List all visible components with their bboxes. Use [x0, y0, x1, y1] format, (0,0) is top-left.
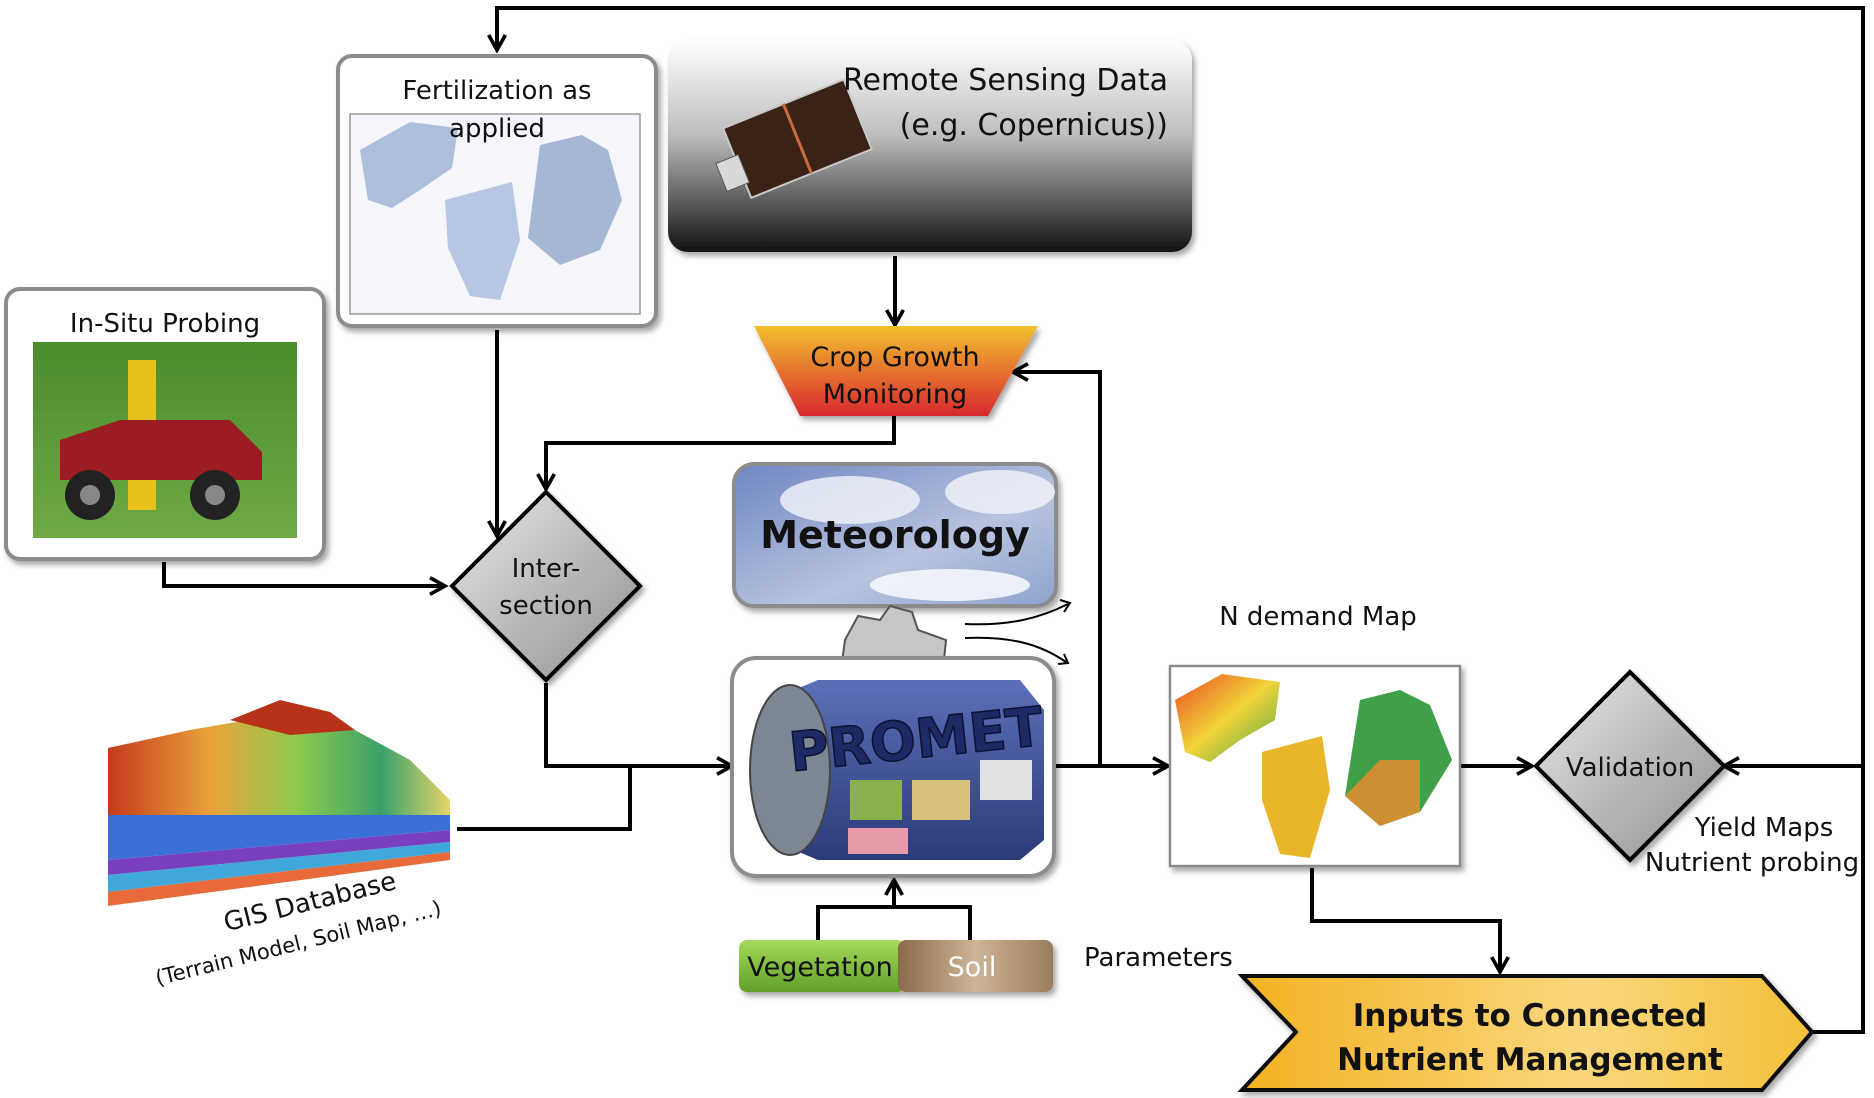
remote-sensing-line1: Remote Sensing Data — [843, 63, 1168, 98]
insitu-to-intersection-arrow — [162, 562, 445, 586]
quad-bike-image — [60, 360, 262, 520]
validation-node — [1533, 669, 1727, 863]
fertilization-title-line2: applied — [449, 114, 545, 144]
crop-growth-line1: Crop Growth — [810, 342, 979, 373]
n-demand-node — [1168, 664, 1462, 868]
fertilization-node — [336, 54, 658, 328]
intersection-line2: section — [499, 591, 593, 621]
intersection-line1: Inter- — [512, 554, 581, 584]
crop-growth-node — [754, 326, 1038, 416]
ndemand-to-inputs-arrow — [1310, 868, 1500, 972]
meteorology-node — [732, 462, 1058, 608]
in-situ-node — [4, 287, 326, 561]
field-map-shape — [528, 135, 622, 265]
inputs-connected-line1: Inputs to Connected — [1353, 998, 1707, 1034]
vegetation-label: Vegetation — [747, 952, 893, 983]
remote-sensing-line2: (e.g. Copernicus)) — [900, 108, 1168, 143]
intersection-node — [449, 489, 643, 683]
n-demand-title: N demand Map — [1219, 602, 1417, 632]
field-map-shape — [360, 122, 458, 208]
field-map-shape — [1175, 674, 1280, 762]
fertilization-title-line1: Fertilization as — [402, 76, 591, 106]
crop-to-intersection-arrow — [546, 416, 896, 489]
satellite-icon — [715, 78, 874, 200]
cloud-shape — [780, 476, 920, 524]
field-map-shape — [445, 182, 520, 300]
inputs-connected-line2: Nutrient Management — [1337, 1042, 1723, 1078]
parameters-to-promet-arrow — [816, 905, 972, 940]
cloud-shape — [945, 470, 1055, 514]
crop-growth-line2: Monitoring — [823, 379, 967, 410]
gis-to-promet-arrow — [457, 766, 632, 831]
remote-sensing-node — [668, 40, 1192, 252]
field-map-shape — [1262, 736, 1330, 858]
terrain-model-image — [108, 718, 450, 815]
nutrient-probing-label: Nutrient probing — [1645, 848, 1859, 878]
promet-drum — [770, 680, 1044, 860]
yield-maps-label: Yield Maps — [1694, 813, 1834, 843]
connectors — [162, 6, 1865, 1034]
parameters-bar — [739, 940, 1053, 992]
validation-title: Validation — [1566, 753, 1694, 783]
soil-label: Soil — [948, 952, 997, 983]
intersection-to-promet-arrow — [544, 683, 732, 766]
promet-node — [730, 656, 1056, 878]
inputs-connected-node — [1237, 974, 1815, 1092]
cloud-shape — [870, 569, 1030, 601]
gis-node — [108, 700, 450, 906]
parameters-label: Parameters — [1084, 943, 1233, 973]
in-situ-title: In-Situ Probing — [70, 309, 260, 339]
promet-to-crop-arrow — [1013, 372, 1102, 766]
wind-arrows-icon — [964, 599, 1072, 665]
meteorology-title: Meteorology — [760, 513, 1030, 557]
feedback-loop-arrow — [497, 6, 1865, 1034]
